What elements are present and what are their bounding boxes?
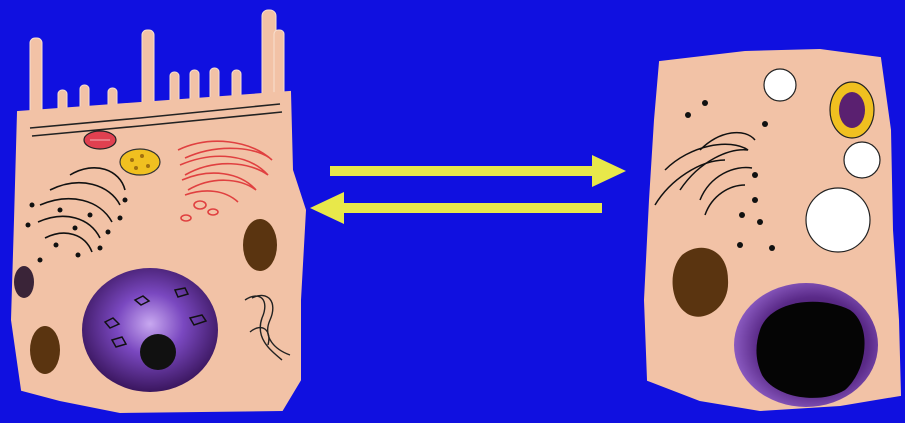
- nucleolus: [140, 334, 176, 370]
- heterochromatin: [756, 302, 864, 398]
- mitochondrion: [14, 266, 34, 298]
- secretory-granule-yellow: [120, 149, 160, 175]
- mitochondrion: [243, 219, 277, 271]
- vacuole: [844, 142, 880, 178]
- arrow-left: [310, 192, 602, 224]
- nucleus: [82, 268, 218, 392]
- vacuole: [806, 188, 870, 252]
- right-cell: [645, 50, 900, 410]
- mitochondrion: [30, 326, 60, 374]
- transition-arrows: [310, 155, 626, 224]
- arrow-right: [330, 155, 626, 187]
- lipid-droplet: [830, 82, 874, 138]
- left-cell: [12, 10, 305, 412]
- vacuole: [764, 69, 796, 101]
